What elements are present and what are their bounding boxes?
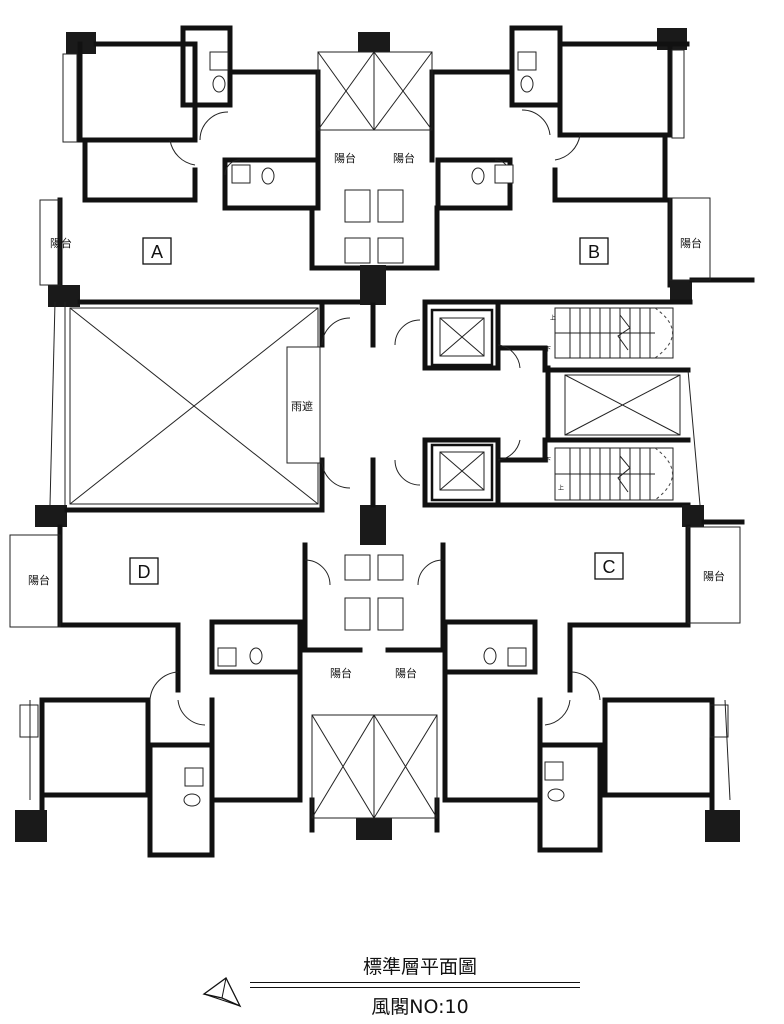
stair-down-label-bottom: 下: [545, 457, 551, 464]
courtyard-void: [69, 307, 321, 505]
unit-label-a: A: [151, 242, 163, 262]
shafts: [311, 51, 681, 819]
canopy: [286, 346, 321, 464]
unit-label-c: C: [603, 557, 616, 577]
floor-number: 風閣NO:10: [371, 996, 469, 1018]
balcony-label-bottom-left: 陽台: [330, 666, 352, 680]
elevators: [430, 308, 494, 502]
stairs: 上 下 下 上: [545, 307, 674, 501]
drawing-title: 標準層平面圖: [362, 956, 477, 978]
north-arrow-icon: [200, 972, 244, 1012]
title-block: 標準層平面圖 風閣NO:10: [250, 950, 580, 1020]
balcony-label-unit-c: 陽台: [703, 569, 725, 583]
major-walls: [15, 25, 755, 858]
balcony-label-bottom-right: 陽台: [395, 666, 417, 680]
balcony-label-unit-d: 陽台: [28, 573, 50, 587]
stair-treads-bottom: [569, 448, 651, 500]
stair-down-label-top: 下: [545, 346, 551, 353]
balcony-label-top-left: 陽台: [334, 151, 356, 165]
stair-up-label-top: 上: [550, 314, 556, 322]
stair-treads-top: [569, 308, 651, 358]
bathroom-fixtures: [183, 51, 565, 807]
doors: [149, 109, 601, 726]
title-divider: [250, 982, 580, 988]
stair-up-label-bottom: 上: [558, 484, 564, 492]
kitchens: [344, 189, 404, 631]
balcony-label-unit-b: 陽台: [680, 236, 702, 250]
unit-label-d: D: [138, 562, 151, 582]
balcony-label-top-right: 陽台: [393, 151, 415, 165]
balcony-label-unit-a: 陽台: [50, 236, 72, 250]
room-labels: 陽台 陽台 陽台 陽台 陽台 陽台 陽台 陽台 雨遮: [28, 151, 725, 680]
unit-tags: A B D C: [129, 237, 624, 585]
canopy-label: 雨遮: [291, 399, 313, 413]
window-lines: [9, 49, 741, 801]
unit-label-b: B: [588, 242, 600, 262]
